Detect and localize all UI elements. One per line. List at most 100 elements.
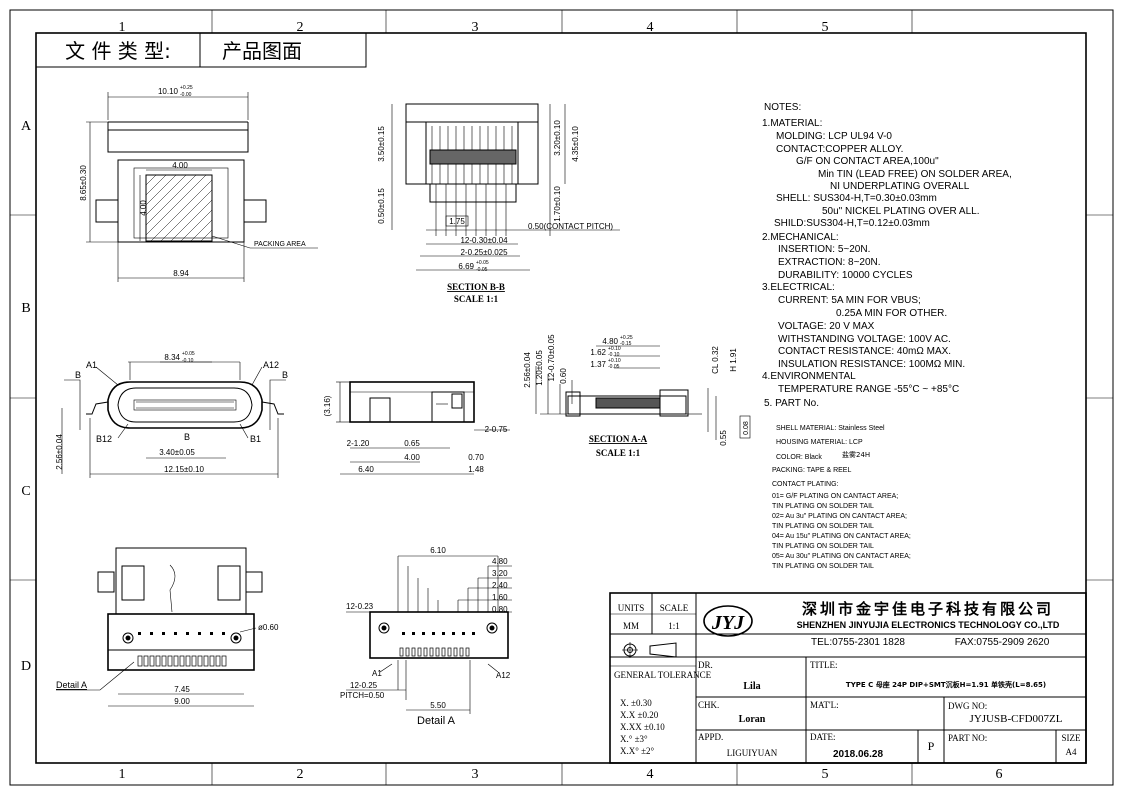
detail-a-view: 6.10 4.80 3.20 2.40 1.60 0.80 12-0.23 12…: [340, 546, 512, 727]
notes-heading: NOTES:: [764, 102, 801, 113]
tolerance-row: X.XX ±0.10: [620, 722, 665, 732]
note-line: MOLDING: LCP UL94 V-0: [776, 131, 892, 142]
company-name-en: SHENZHEN JINYUJIA ELECTRONICS TECHNOLOGY…: [797, 620, 1060, 630]
row-label-left: C: [21, 484, 30, 499]
section-bb-scale: SCALE 1:1: [454, 294, 499, 304]
note-line: CONTACT:COPPER ALLOY.: [776, 144, 903, 155]
tolerance-row: X.X ±0.20: [620, 710, 659, 720]
units-label: UNITS: [618, 603, 645, 613]
note-line: SHELL: SUS304-H,T=0.30±0.03mm: [776, 193, 937, 204]
note-small: PACKING: TAPE & REEL: [772, 467, 851, 474]
row-label-left: A: [21, 119, 32, 134]
note-line: INSERTION: 5~20N.: [778, 244, 870, 255]
tolerance-row: X. ±0.30: [620, 698, 652, 708]
note-small: TIN PLATING ON SOLDER TAIL: [772, 543, 874, 550]
detail-a-callout: Detail A: [56, 680, 87, 690]
dim-side: 0.70: [468, 453, 484, 462]
note-small: COLOR: Black: [776, 454, 822, 461]
pin-label: B12: [96, 434, 112, 444]
dr-label: DR.: [698, 660, 713, 670]
section-mark: B: [184, 432, 190, 442]
note-line: DURABILITY: 10000 CYCLES: [778, 270, 913, 281]
appd-value: LIGUIYUAN: [727, 748, 778, 758]
dim-detail: 12-0.25: [350, 681, 378, 690]
note-small: TIN PLATING ON SOLDER TAIL: [772, 563, 874, 570]
note-line: WITHSTANDING VOLTAGE: 100V AC.: [778, 334, 951, 345]
note-small: TIN PLATING ON SOLDER TAIL: [772, 503, 874, 510]
notes-block: NOTES: 1.MATERIAL: MOLDING: LCP UL94 V-0…: [762, 102, 1012, 570]
dim-bb: 3.20±0.10: [553, 120, 562, 156]
title-label: TITLE:: [810, 660, 838, 670]
logo-text: JYJ: [711, 612, 745, 634]
top-view: 10.10 +0.25 -0.00 8.65±0.30 4.00 4.00 8.…: [79, 85, 318, 282]
dim-width: 10.10: [158, 87, 179, 96]
dim-length: 8.65±0.30: [79, 165, 88, 201]
dim-overall: 12.15±0.10: [164, 465, 205, 474]
dim-bb: 0.50±0.15: [377, 188, 386, 224]
note-line: NI UNDERPLATING OVERALL: [830, 181, 970, 192]
size-value: A4: [1066, 747, 1077, 757]
dim-tol-minus: -0.15: [620, 341, 632, 347]
dwg-value: JYJUSB-CFD007ZL: [970, 713, 1063, 725]
title-value: TYPE C 母座 24P DIP+SMT沉板H=1.91 单铁壳(L=8.65…: [846, 680, 1046, 689]
note-small: CONTACT PLATING:: [772, 481, 839, 488]
note-small: 05= Au 30u" PLATING ON CANTACT AREA;: [772, 553, 911, 560]
pin-label: A12: [496, 671, 511, 680]
note-line: 5. PART No.: [764, 398, 819, 409]
dim-bottom: 9.00: [174, 697, 190, 706]
dim-bottom: ø0.60: [258, 623, 279, 632]
chk-value: Loran: [739, 714, 766, 725]
dim-aa: 0.55: [719, 430, 728, 446]
note-small: 01= G/F PLATING ON CANTACT AREA;: [772, 493, 898, 500]
dwg-label: DWG NO:: [948, 701, 987, 711]
dim-aa: 1.37: [590, 360, 606, 369]
col-label-top: 1: [119, 20, 126, 35]
col-label-bottom: 1: [119, 767, 126, 782]
note-line: EXTRACTION: 8~20N.: [778, 257, 881, 268]
packing-area-callout: PACKING AREA: [254, 241, 306, 248]
section-bb: 3.50±0.15 0.50±0.15 1.75 12-0.30±0.04 2-…: [377, 103, 620, 304]
dim-bb: 0.50(CONTACT PITCH): [528, 222, 613, 231]
dim-side: 1.48: [468, 465, 484, 474]
dim-bb: 6.69: [458, 262, 474, 271]
size-label: SIZE: [1062, 733, 1082, 743]
units-value: MM: [623, 621, 639, 631]
note-line: SHILD:SUS304-H,T=0.12±0.03mm: [774, 218, 930, 229]
note-small: 04= Au 15u" PLATING ON CANTACT AREA;: [772, 533, 911, 540]
note-small: 02= Au 3u" PLATING ON CANTACT AREA;: [772, 513, 907, 520]
dim-detail: 1.60: [492, 593, 508, 602]
dim-tol-plus: +0.05: [476, 260, 489, 266]
company-tel: TEL:0755-2301 1828: [811, 637, 905, 648]
note-line: 3.ELECTRICAL:: [762, 282, 835, 293]
row-label-left: D: [21, 659, 31, 674]
date-value: 2018.06.28: [833, 749, 883, 760]
note-line: CURRENT: 5A MIN FOR VBUS;: [778, 295, 921, 306]
col-label-bottom: 3: [472, 767, 479, 782]
side-view: (3.16) 2-1.20 0.65 4.00 0.70 6.40 1.48 2…: [323, 381, 510, 475]
date-label: DATE:: [810, 732, 836, 742]
dim-aa: 2.56±0.04: [523, 352, 532, 388]
doc-type-value: 产品图面: [222, 39, 302, 63]
dim-aa: 1.62: [590, 348, 606, 357]
section-mark: B: [282, 370, 288, 380]
dim-side: 4.00: [404, 453, 420, 462]
dim-tol-plus: +0.05: [182, 351, 195, 357]
dim-side: 6.40: [358, 465, 374, 474]
section-bb-title: SECTION B-B: [447, 282, 505, 292]
dim-bb: 1.75: [449, 217, 465, 226]
pin-label: A12: [263, 360, 279, 370]
matl-label: MAT'L:: [810, 700, 839, 710]
dim-side: 2-0.75: [485, 425, 508, 434]
dim-side: 2-1.20: [347, 439, 370, 448]
company-fax: FAX:0755-2909 2620: [955, 637, 1050, 648]
dim-opening: 8.34: [164, 353, 180, 362]
dim-bb: 12-0.30±0.04: [460, 236, 508, 245]
title-block: UNITS MM SCALE 1:1 JYJ 深圳市金宇佳电子科技有限公司 SH…: [609, 592, 1087, 764]
dim-aa: CL 0.32: [711, 346, 720, 374]
dr-value: Lila: [743, 681, 760, 692]
note-small: 盐雾24H: [842, 450, 870, 459]
scale-value: 1:1: [668, 621, 680, 631]
dim-detail: 4.80: [492, 557, 508, 566]
col-label-bottom: 4: [647, 767, 654, 782]
